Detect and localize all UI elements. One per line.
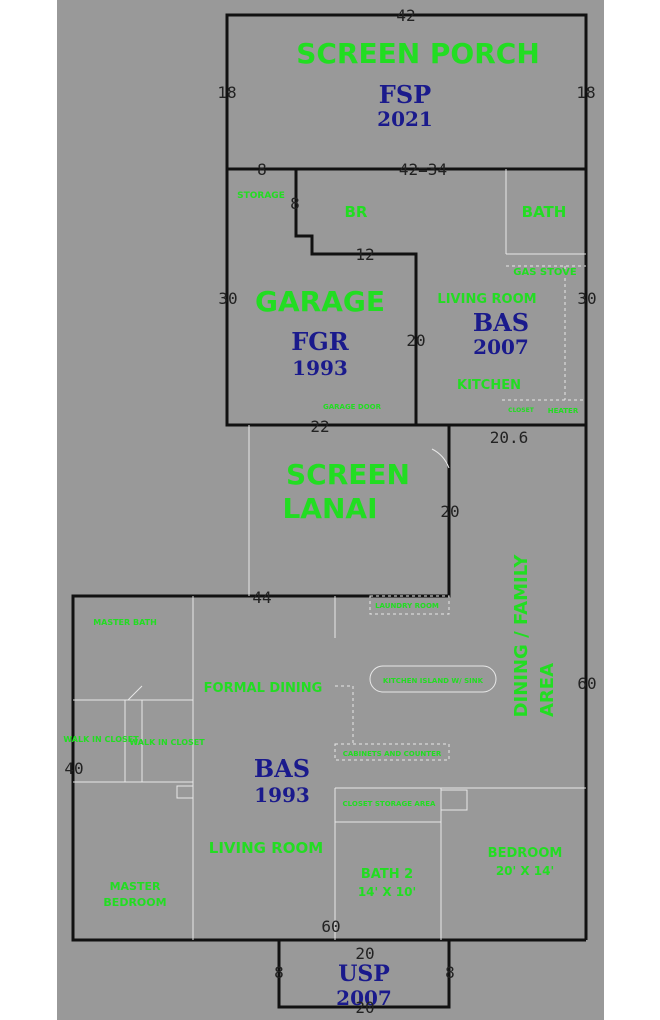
small-box — [176, 785, 194, 799]
kitchen-island-label: KITCHEN ISLAND W/ SINK — [383, 677, 484, 685]
garage-label: GARAGE — [255, 285, 385, 318]
dim-42-34: 42=34 — [399, 160, 447, 179]
closet-small-label: CLOSET — [508, 407, 535, 414]
master-bath-label: MASTER BATH — [93, 618, 157, 627]
formal-dining-label: FORMAL DINING — [204, 681, 323, 696]
usp-code: USP — [338, 961, 390, 987]
fsp-year: 2021 — [377, 107, 433, 131]
master-bedroom-line1: MASTER — [110, 880, 161, 893]
laundry-label: LAUNDRY ROOM — [375, 602, 439, 610]
br-label: BR — [345, 203, 368, 221]
gas-stove-label: GAS STOVE — [513, 267, 577, 278]
fsp-outline — [225, 13, 588, 171]
interior-lines — [73, 169, 586, 940]
dimension-labels: 42 18 18 8 42=34 8 12 30 30 20 22 20.6 2… — [64, 6, 596, 1017]
exterior-walls — [71, 13, 588, 1009]
dim-60-bottom: 60 — [321, 917, 340, 936]
living-room-upper-label: LIVING ROOM — [437, 292, 536, 307]
cabinet-box — [334, 743, 450, 761]
closet-storage-label: CLOSET STORAGE AREA — [343, 800, 436, 808]
dim-40-left: 40 — [64, 759, 83, 778]
dim-44: 44 — [252, 588, 271, 607]
heater-label: HEATER — [548, 407, 579, 415]
dim-fsp-top: 42 — [396, 6, 415, 25]
usp-outline — [277, 938, 451, 1009]
bas-main-code: BAS — [254, 754, 310, 783]
bas-upper-code: BAS — [473, 308, 529, 337]
dim-8-side: 8 — [290, 194, 300, 213]
dim-usp-left: 8 — [274, 963, 284, 982]
room-labels: STORAGE BR BATH GAS STOVE LIVING ROOM KI… — [63, 191, 579, 909]
dim-fsp-right: 18 — [576, 83, 595, 102]
dim-usp-bottom: 20 — [355, 998, 374, 1017]
area-labels: SCREEN PORCH FSP 2021 GARAGE FGR 1993 BA… — [254, 37, 540, 1010]
dim-fsp-left: 18 — [217, 83, 236, 102]
master-bedroom-line2: BEDROOM — [103, 896, 166, 909]
garage-partition — [294, 169, 418, 425]
dim-usp-top: 20 — [355, 944, 374, 963]
living-room-main-label: LIVING ROOM — [209, 839, 323, 857]
walkin-closet-1-label: WALK IN CLOSET — [63, 735, 139, 744]
fsp-label: SCREEN PORCH — [296, 37, 540, 70]
bath2-line1: BATH 2 — [361, 867, 413, 882]
walkin-closet-2-label: WALK IN CLOSET — [129, 738, 205, 747]
dim-30-left: 30 — [218, 289, 237, 308]
bedroom-line2: 20' X 14' — [496, 864, 554, 878]
dim-60-right: 60 — [577, 674, 596, 693]
lanai-line1: SCREEN — [286, 458, 410, 491]
closet-box — [440, 789, 468, 811]
dim-20-lanai: 20 — [440, 502, 459, 521]
dim-12: 12 — [355, 245, 374, 264]
dim-20-mid: 20 — [406, 331, 425, 350]
kitchen-island-outline — [369, 665, 497, 693]
dim-30-right: 30 — [577, 289, 596, 308]
dim-22: 22 — [310, 417, 329, 436]
fgr-code: FGR — [291, 327, 350, 356]
fsp-code: FSP — [379, 80, 431, 109]
dining-family-line1: DINING / FAMILY — [511, 554, 532, 718]
upper-block-left-bottom — [225, 169, 586, 427]
dim-8-top: 8 — [257, 160, 267, 179]
dim-usp-right: 8 — [445, 963, 455, 982]
cabinet-counter-label: CABINETS AND COUNTER — [343, 750, 442, 758]
usp-year: 2007 — [336, 986, 392, 1010]
bath-label: BATH — [522, 203, 567, 221]
door-swing — [127, 685, 143, 701]
bas-main-year: 1993 — [254, 783, 310, 807]
fgr-year: 1993 — [292, 356, 348, 380]
bath2-line2: 14' X 10' — [358, 885, 416, 899]
dim-20-6: 20.6 — [490, 428, 529, 447]
bas-upper-year: 2007 — [473, 335, 529, 359]
lanai-door — [431, 448, 450, 469]
kitchen-label: KITCHEN — [457, 378, 521, 393]
lanai-line2: LANAI — [282, 492, 377, 525]
garage-door-label: GARAGE DOOR — [323, 403, 382, 411]
bedroom-line1: BEDROOM — [488, 846, 563, 861]
dining-family-line2: AREA — [537, 663, 558, 717]
main-house-outline — [71, 425, 586, 942]
storage-label: STORAGE — [237, 191, 285, 201]
